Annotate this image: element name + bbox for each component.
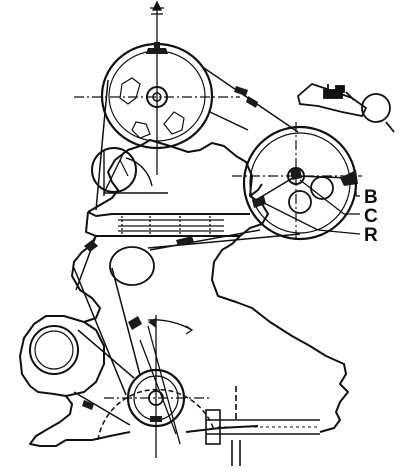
crankshaft-timing-mark [148, 318, 162, 422]
camshaft-centerlines [74, 0, 240, 175]
callout-label-b: B [364, 187, 378, 208]
oil-pump-pulley [29, 325, 79, 375]
output-shaft [205, 386, 320, 466]
belt-markers [82, 86, 266, 410]
callout-label-c: C [364, 206, 378, 227]
tensioner-timing-mark [290, 168, 358, 186]
cylinder-head-ribs [118, 216, 224, 234]
callout-leaders [261, 179, 361, 235]
callout-label-r: R [364, 225, 378, 246]
crankshaft-sprocket [97, 315, 215, 458]
distributor-pulley [91, 147, 168, 196]
camshaft-timing-mark [146, 42, 168, 54]
tensioner-bracket [296, 82, 395, 133]
water-pump-pulley [109, 246, 155, 286]
